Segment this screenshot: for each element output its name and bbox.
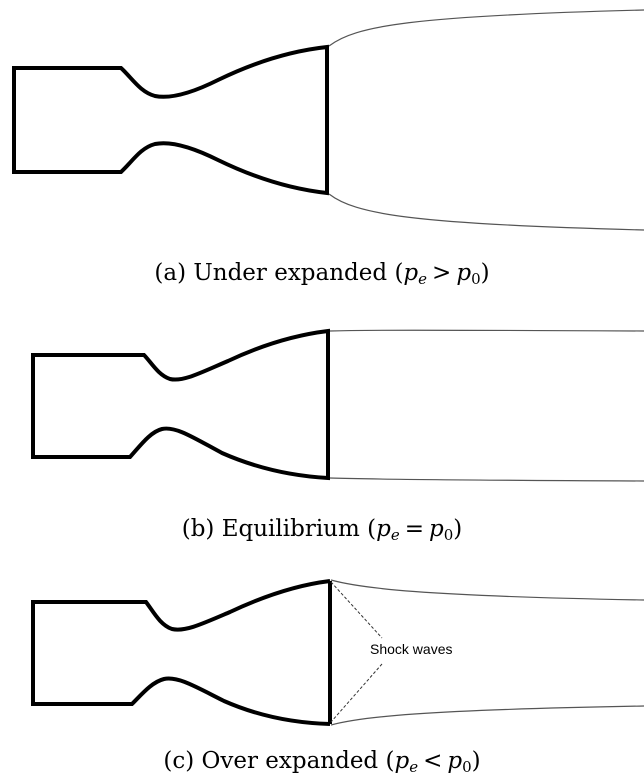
caption-pressure-ambient: p <box>456 260 472 286</box>
plume-upper-under-expanded <box>328 9 644 47</box>
nozzle-wall-over-expanded <box>31 579 331 726</box>
caption-state: Over expanded <box>201 748 379 774</box>
shock-wave-upper <box>330 581 383 639</box>
caption-label: (b) <box>181 516 215 542</box>
nozzle-equilibrium <box>31 328 644 482</box>
plume-upper-equilibrium <box>329 329 644 332</box>
caption-close-paren: ) <box>480 260 490 286</box>
caption-pressure-ambient-subscript: 0 <box>443 526 454 544</box>
caption-label: (c) <box>163 748 195 774</box>
nozzle-under-expanded <box>12 9 644 231</box>
nozzle-wall-under-expanded <box>12 44 329 196</box>
caption-pressure-exit-subscript: e <box>418 270 428 288</box>
plume-lower-over-expanded <box>330 705 644 726</box>
caption-state: Under expanded <box>193 260 388 286</box>
caption-over-expanded: (c) Over expanded (pe<p0) <box>0 747 644 775</box>
caption-pressure-ambient-subscript: 0 <box>462 758 472 776</box>
caption-label: (a) <box>154 260 187 286</box>
plume-upper-over-expanded <box>330 579 644 601</box>
plume-lower-equilibrium <box>329 477 644 482</box>
caption-pressure-exit: p <box>394 748 410 774</box>
caption-open-paren: ( <box>385 748 395 774</box>
caption-equilibrium: (b) Equilibrium (pe=p0) <box>0 515 644 543</box>
caption-pressure-exit: p <box>376 516 391 542</box>
caption-open-paren: ( <box>394 260 404 286</box>
caption-under-expanded: (a) Under expanded (pe>p0) <box>0 259 644 287</box>
shock-wave-lower <box>330 663 383 723</box>
shock-waves-label: Shock waves <box>370 641 453 657</box>
caption-open-paren: ( <box>367 516 377 542</box>
caption-pressure-ambient: p <box>429 516 444 542</box>
caption-relation: > <box>432 260 452 286</box>
caption-relation: < <box>423 748 443 774</box>
nozzle-over-expanded <box>31 579 644 726</box>
caption-pressure-exit-subscript: e <box>409 758 419 776</box>
caption-pressure-ambient-subscript: 0 <box>471 270 481 288</box>
caption-pressure-ambient: p <box>447 748 463 774</box>
caption-close-paren: ) <box>453 516 463 542</box>
caption-close-paren: ) <box>471 748 481 774</box>
caption-pressure-exit-subscript: e <box>390 526 400 544</box>
plume-lower-under-expanded <box>328 193 644 231</box>
caption-pressure-exit: p <box>403 260 419 286</box>
caption-relation: = <box>404 516 424 542</box>
caption-state: Equilibrium <box>221 516 360 542</box>
nozzle-wall-equilibrium <box>31 328 330 481</box>
